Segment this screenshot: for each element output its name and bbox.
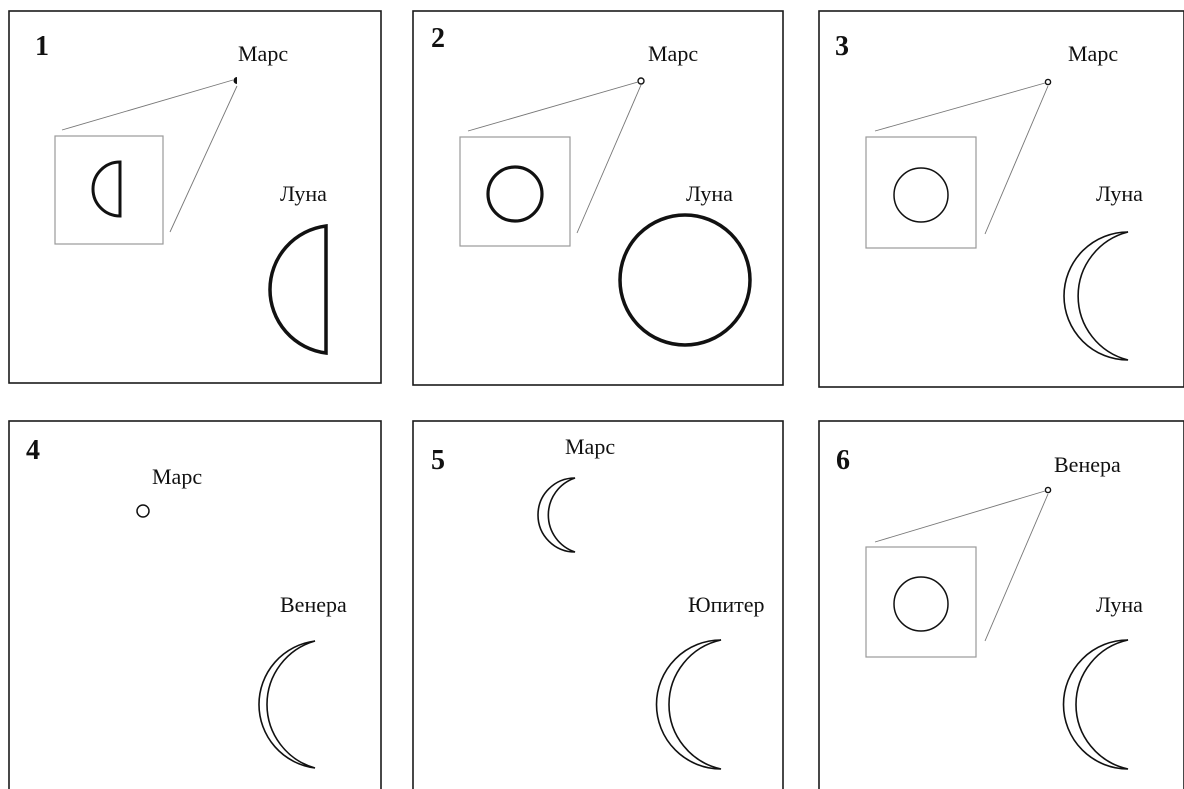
- zoom-guide-line: [874, 490, 1046, 543]
- panel-number: 1: [35, 31, 49, 62]
- panel-4: 4 Марс Венера: [8, 420, 382, 789]
- panel-6: 6 Венера Луна: [818, 420, 1184, 789]
- panel-2: 2 Марс Луна: [412, 10, 784, 386]
- zoom-guide-line: [61, 79, 234, 131]
- panel-1: 1 Марс Луна: [8, 10, 382, 384]
- venus-magnified: [893, 576, 949, 632]
- mars-dot: [233, 77, 237, 85]
- mars-magnified: [893, 167, 949, 223]
- panel-frame: [412, 420, 784, 789]
- zoom-box: [54, 135, 164, 245]
- zoom-guide-line: [169, 85, 238, 233]
- moon-label: Луна: [280, 181, 327, 206]
- zoom-guide-line: [984, 85, 1049, 235]
- panel-frame: [8, 420, 382, 789]
- moon-full: [618, 213, 752, 347]
- panel-number: 4: [26, 435, 40, 466]
- mars-label: Марс: [648, 41, 698, 66]
- zoom-guide-line: [874, 82, 1046, 132]
- moon-crescent: [1063, 231, 1129, 361]
- jupiter-label: Юпитер: [688, 592, 765, 617]
- mars-crescent: [537, 477, 576, 553]
- venus-crescent: [258, 640, 316, 769]
- mars-disc: [136, 504, 150, 518]
- moon-crescent: [1062, 639, 1129, 770]
- zoom-guide-line: [984, 493, 1049, 642]
- panel-frame: [412, 10, 784, 386]
- mars-dot: [637, 77, 645, 85]
- moon-label: Луна: [1096, 592, 1143, 617]
- panel-5: 5 Марс Юпитер: [412, 420, 784, 789]
- panel-number: 3: [835, 31, 849, 62]
- venus-dot: [1044, 486, 1052, 494]
- mars-magnified: [486, 165, 544, 223]
- zoom-box: [459, 136, 571, 247]
- zoom-guide-line: [467, 81, 639, 132]
- mars-label: Марс: [1068, 41, 1118, 66]
- zoom-box: [865, 136, 977, 249]
- panel-frame: [818, 10, 1184, 388]
- panel-number: 2: [431, 23, 445, 54]
- panel-frame: [818, 420, 1184, 789]
- moon-label: Луна: [1096, 181, 1143, 206]
- mars-label: Марс: [238, 41, 288, 66]
- mars-dot: [1044, 78, 1052, 86]
- panel-3: 3 Марс Луна: [818, 10, 1184, 388]
- venus-label: Венера: [1054, 452, 1121, 477]
- panel-frame: [8, 10, 382, 384]
- mars-label: Марс: [152, 464, 202, 489]
- moon-half: [268, 224, 328, 355]
- moon-label: Луна: [686, 181, 733, 206]
- zoom-guide-line: [576, 84, 642, 234]
- zoom-box: [865, 546, 977, 658]
- jupiter-crescent: [655, 639, 722, 770]
- panel-number: 6: [836, 445, 850, 476]
- mars-label: Марс: [565, 434, 615, 459]
- panel-number: 5: [431, 445, 445, 476]
- venus-label: Венера: [280, 592, 347, 617]
- mars-magnified: [91, 160, 122, 218]
